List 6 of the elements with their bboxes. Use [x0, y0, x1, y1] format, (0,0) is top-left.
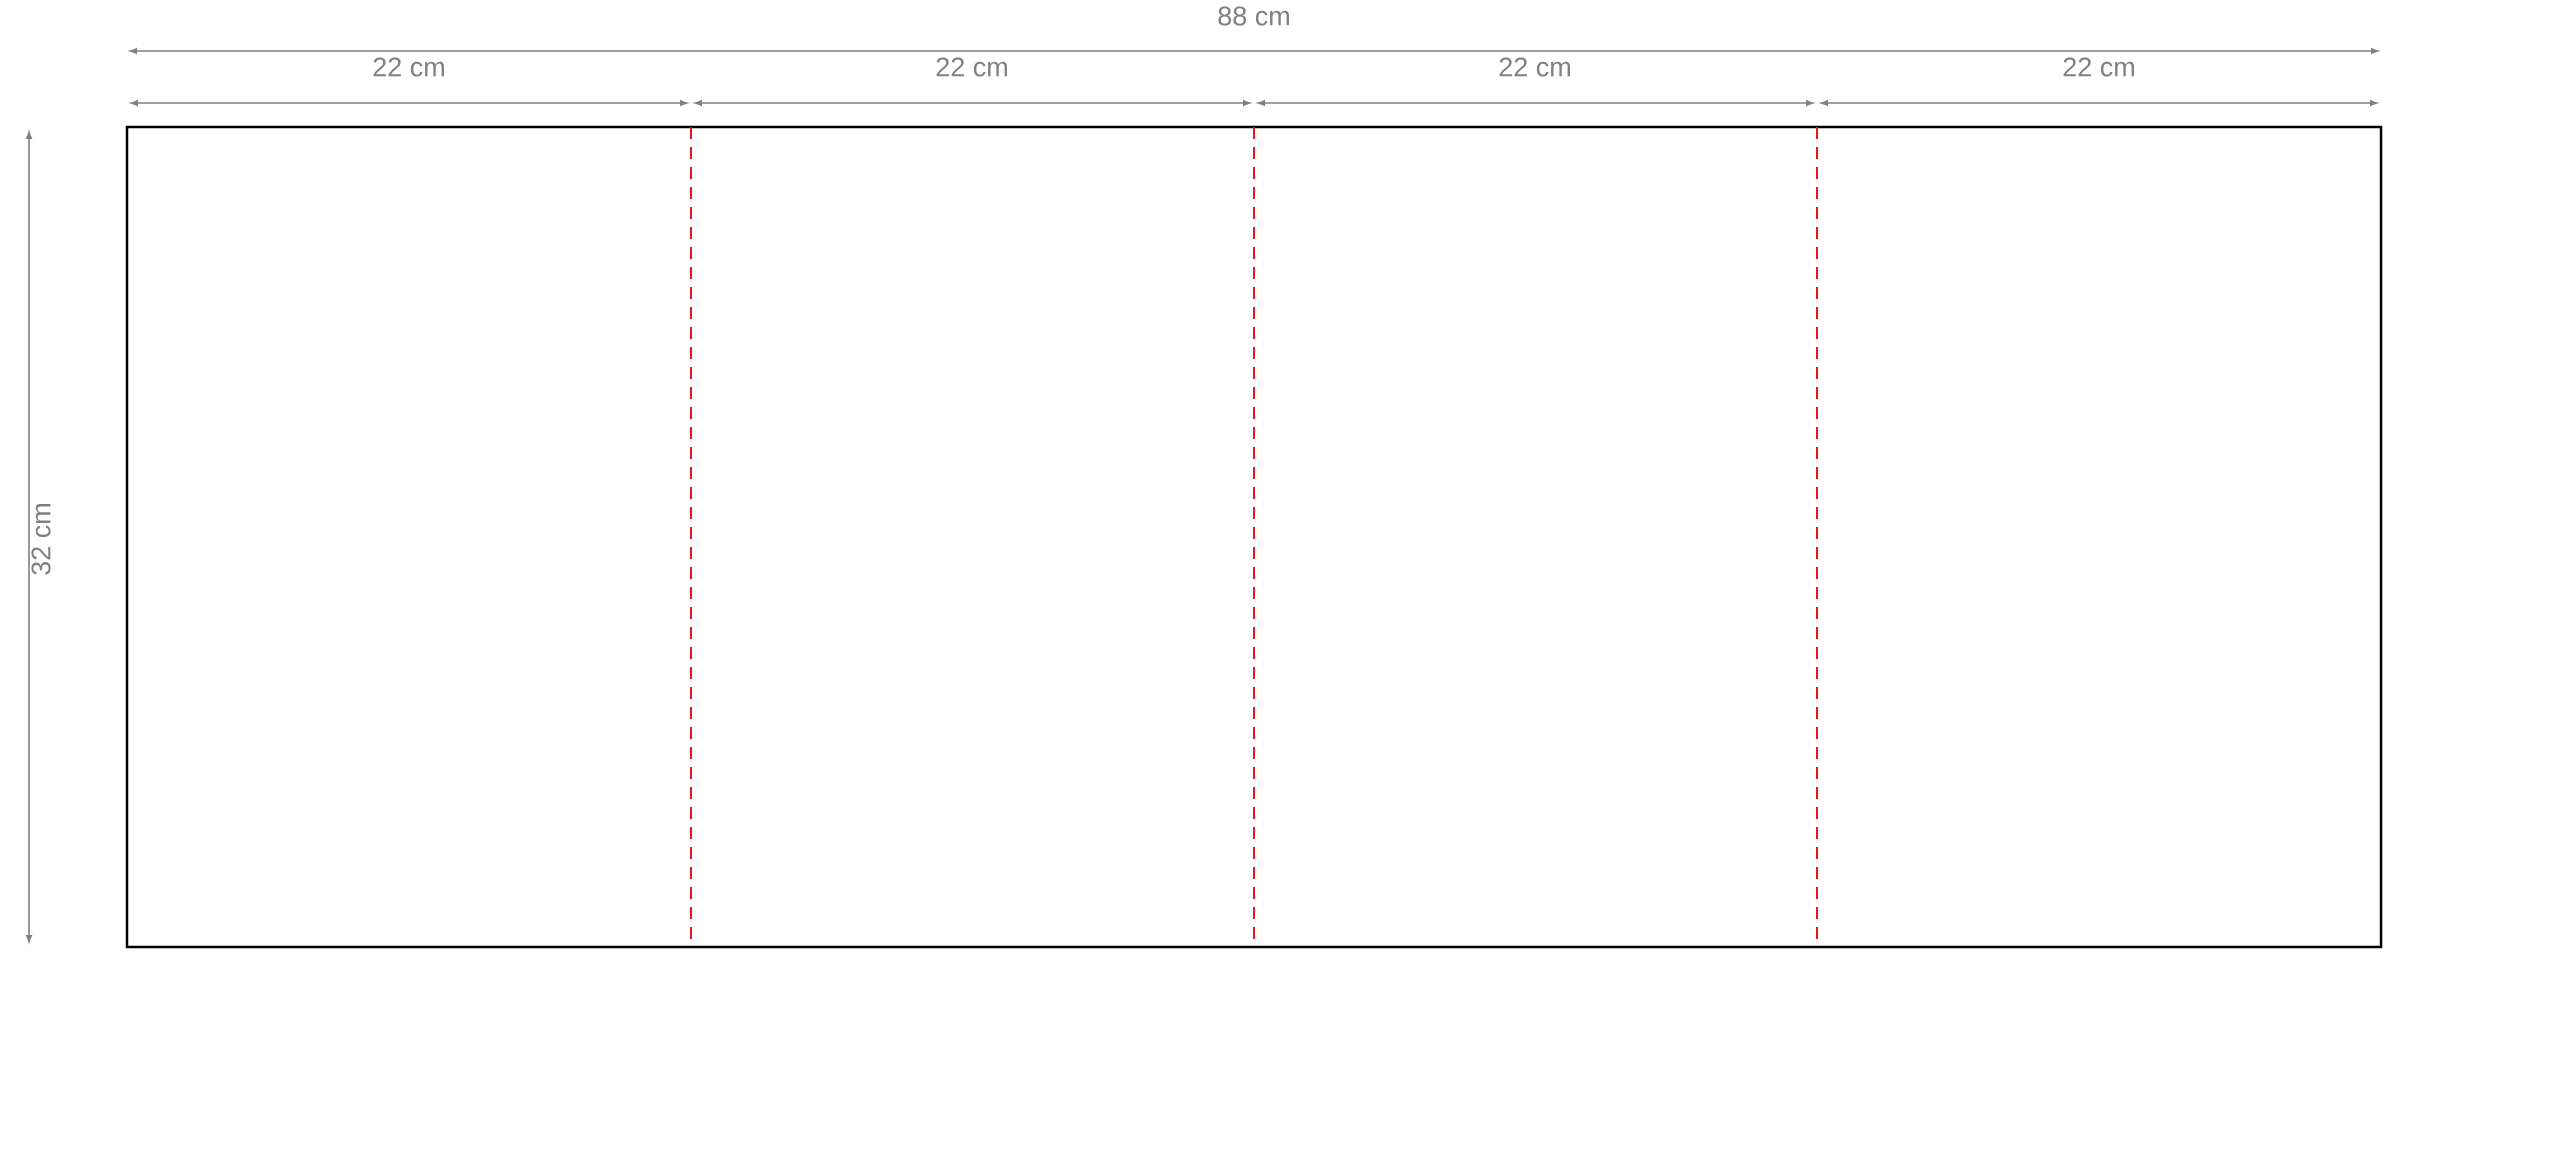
- dimension-label: 22 cm: [373, 57, 444, 77]
- dimension-label: 22 cm: [2063, 57, 2134, 77]
- dimension-label: 32 cm: [31, 504, 51, 575]
- dimension-label: 88 cm: [1218, 6, 1289, 26]
- dimension-label: 22 cm: [936, 57, 1007, 77]
- dimension-label: 22 cm: [1499, 57, 1570, 77]
